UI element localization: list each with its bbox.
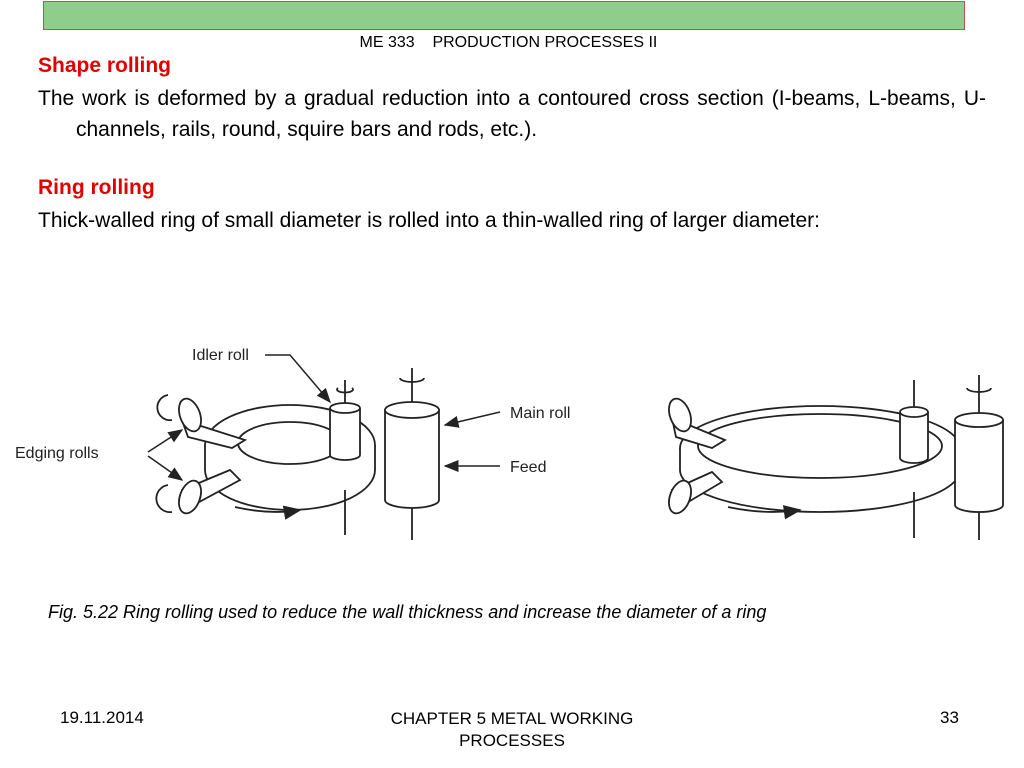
main-roll-leader (443, 411, 501, 428)
thin-edging-roll-top-face (668, 397, 692, 433)
edging-roll-bottom-face (178, 479, 202, 515)
feed-label: Feed (510, 459, 546, 476)
thin-edging-roll-bottom-face (668, 479, 692, 515)
footer-date: 19.11.2014 (60, 708, 144, 727)
thin-idler-roll-top (899, 406, 929, 418)
main-rotation-icon (399, 377, 425, 383)
thin-main-roll (954, 420, 1004, 513)
ring-rolling-title: Ring rolling (38, 176, 155, 199)
rotation-arrow (234, 505, 302, 520)
thick-ring-diagram (155, 368, 440, 540)
edging-leader-bottom (147, 455, 184, 481)
thin-main-rotation-icon (966, 387, 992, 393)
idler-roll-label: Idler roll (192, 347, 249, 364)
thin-main-roll-top (954, 412, 1004, 428)
main-roll-label: Main roll (510, 405, 570, 422)
idler-roll-leader (265, 354, 331, 404)
edging-rolls-label: Edging rolls (15, 445, 99, 462)
shape-rolling-title: Shape rolling (38, 54, 172, 77)
edging-roll-top-face (178, 397, 202, 433)
figure-caption: Fig. 5.22 Ring rolling used to reduce th… (48, 602, 767, 622)
shape-rolling-text: The work is deformed by a gradual reduct… (38, 87, 986, 141)
edging-rotation-icon-top (156, 394, 173, 422)
idler-roll-top (329, 402, 361, 414)
thin-idler-roll (899, 412, 929, 464)
footer-chapter: CHAPTER 5 METAL WORKING PROCESSES (390, 709, 634, 750)
ring-rolling-text: Thick-walled ring of small diameter is r… (38, 209, 820, 232)
main-roll-top (384, 401, 440, 419)
main-roll (384, 410, 440, 509)
thin-ring-inner (697, 413, 943, 479)
idler-roll (329, 408, 361, 461)
thin-rotation-arrow (727, 505, 802, 520)
footer-page-number: 33 (940, 708, 959, 727)
edging-leader-top (147, 429, 184, 453)
slide-header: ME 333 PRODUCTION PROCESSES II (43, 1, 965, 51)
thin-ring-diagram (668, 375, 1004, 540)
slide-header-title: ME 333 PRODUCTION PROCESSES II (359, 34, 658, 51)
thick-ring-inner (237, 421, 343, 465)
edging-rotation-icon-bottom (155, 484, 173, 514)
ring-rolling-figure: Idler roll Edging rolls Main roll Feed (15, 347, 1004, 540)
idler-rotation-icon (336, 387, 354, 394)
